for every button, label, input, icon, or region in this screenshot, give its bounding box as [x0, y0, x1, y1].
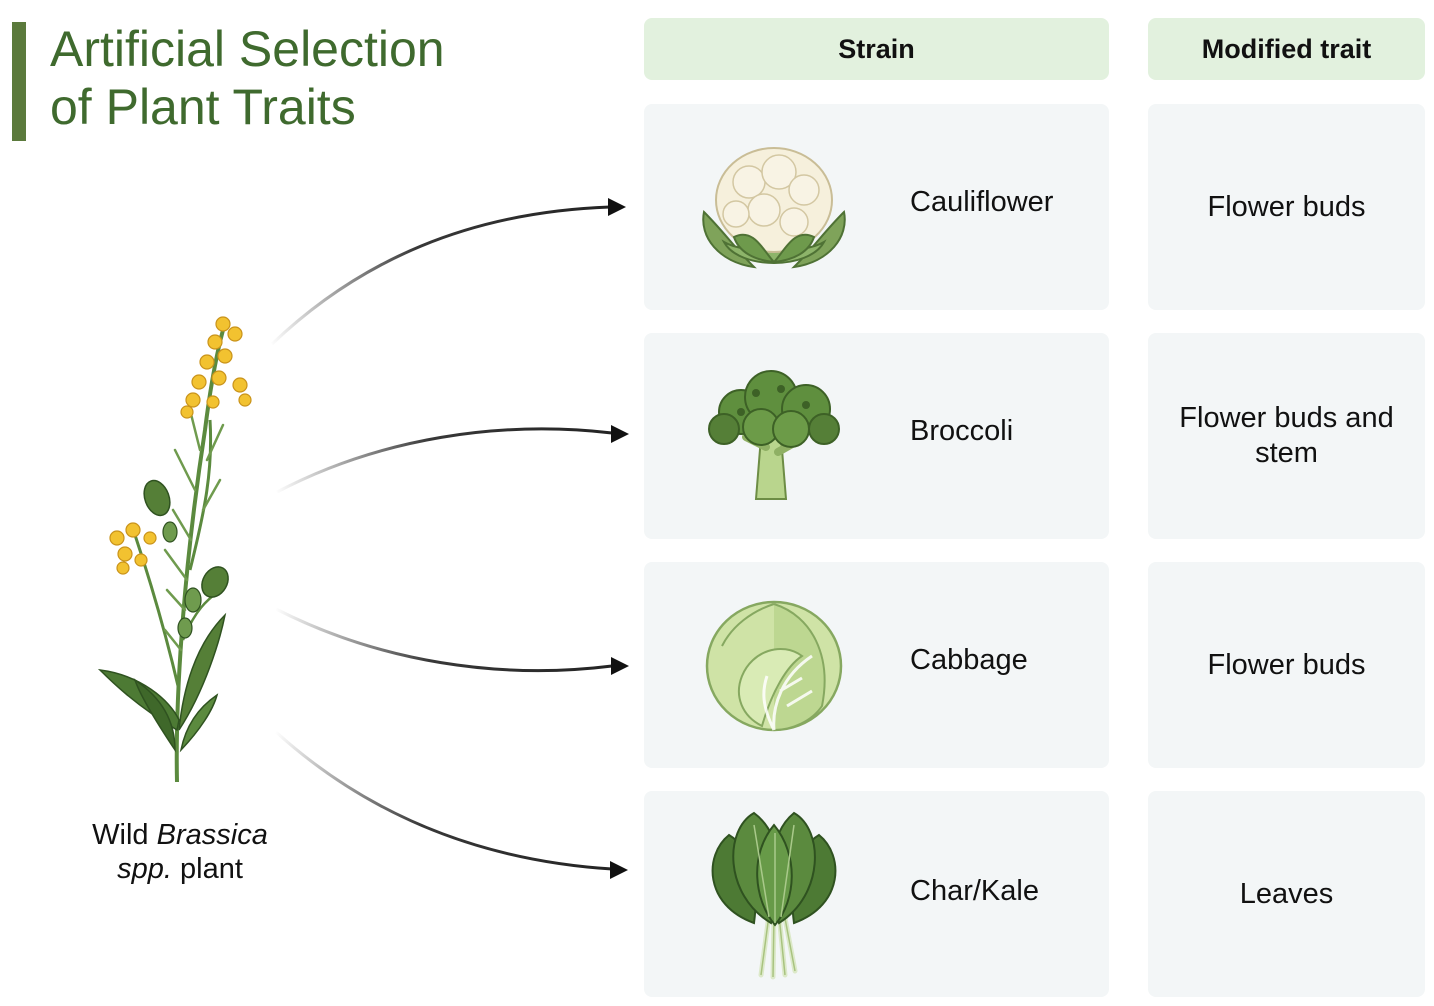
plant-caption-suffix: plant [171, 853, 243, 885]
plant-caption: Wild Brassica spp. plant [60, 818, 300, 886]
trait-column-header: Modified trait [1148, 18, 1425, 80]
cauliflower-icon [702, 147, 846, 269]
title-line-1: Artificial Selection [50, 21, 445, 77]
strain-label-cauliflower: Cauliflower [910, 186, 1054, 218]
strain-cell-cauliflower: Cauliflower [644, 104, 1109, 310]
strain-cell-char-kale: Char/Kale [644, 791, 1109, 997]
page-title: Artificial Selection of Plant Traits [50, 20, 610, 136]
title-line-2: of Plant Traits [50, 79, 356, 135]
strain-cell-cabbage: Cabbage [644, 562, 1109, 768]
trait-cell-cauliflower: Flower buds [1148, 104, 1425, 310]
strain-label-broccoli: Broccoli [910, 415, 1014, 447]
kale-icon [711, 811, 837, 980]
trait-cell-broccoli: Flower buds and stem [1148, 333, 1425, 539]
arrow-to-broccoli [276, 425, 629, 494]
strain-label-cabbage: Cabbage [910, 644, 1028, 676]
arrow-to-cabbage [275, 607, 629, 675]
title-accent-bar [12, 22, 26, 141]
arrow-to-char-kale [274, 730, 628, 879]
wild-brassica-plant-icon [97, 316, 252, 783]
arrow-to-cauliflower [270, 198, 626, 346]
trait-cell-char-kale: Leaves [1148, 791, 1425, 997]
cabbage-icon [705, 600, 843, 732]
strain-column-header: Strain [644, 18, 1109, 80]
strain-label-char-kale: Char/Kale [910, 875, 1039, 907]
broccoli-icon [708, 370, 840, 500]
trait-cell-cabbage: Flower buds [1148, 562, 1425, 768]
strain-cell-broccoli: Broccoli [644, 333, 1109, 539]
plant-caption-species: spp. [117, 853, 172, 885]
plant-caption-prefix: Wild [92, 819, 157, 851]
plant-caption-genus: Brassica [156, 819, 268, 851]
